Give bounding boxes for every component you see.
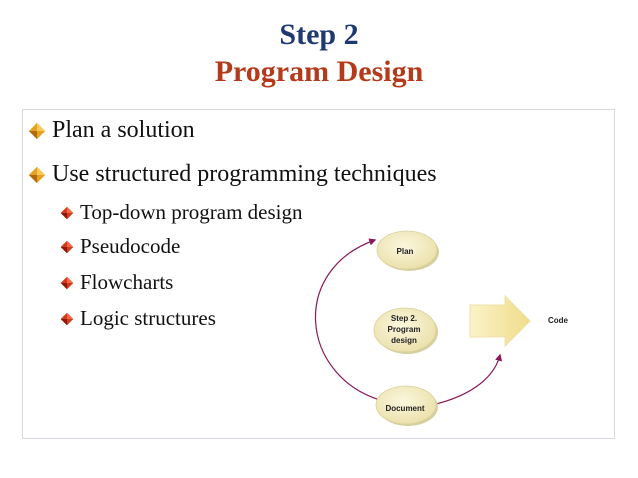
bullet-logic-structures: Logic structures [60,306,216,331]
bullet-text: Logic structures [80,306,216,330]
title-step: Step 2 [279,18,359,51]
bullet-plan-solution: Plan a solution [28,117,195,144]
slide-title: Step 2 Program Design [0,18,638,90]
diamond-bullet-icon [60,276,74,289]
bullet-text: Use structured programming techniques [52,161,437,187]
bullet-text: Flowcharts [80,270,174,294]
bullet-text: Top-down program design [80,200,303,224]
title-program-design: Program Design [214,55,424,88]
bullet-flowcharts: Flowcharts [60,270,173,295]
diamond-bullet-icon [60,240,74,253]
bullet-pseudocode: Pseudocode [60,234,180,259]
bullet-text: Pseudocode [80,234,181,258]
bullet-top-down: Top-down program design [60,200,303,225]
diamond-bullet-icon [60,206,74,219]
content-frame [22,109,615,439]
diamond-bullet-icon [28,122,46,139]
bullet-structured-programming: Use structured programming techniques [28,161,437,188]
diamond-bullet-icon [28,166,46,183]
diamond-bullet-icon [60,312,74,325]
bullet-text: Plan a solution [52,117,195,143]
